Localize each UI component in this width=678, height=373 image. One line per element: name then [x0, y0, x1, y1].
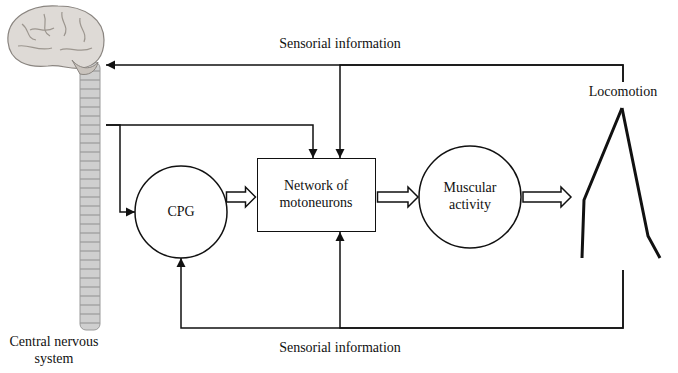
arrow-head: [336, 232, 345, 241]
text-holder: Network of motoneurons: [265, 178, 368, 212]
process-box: Network of motoneurons: [257, 158, 376, 232]
node-label: Muscular activity: [434, 180, 507, 214]
leg-figure: [582, 108, 660, 258]
hollow-arrow: [226, 187, 255, 207]
nervous-system-figure: Central nervous system: [2, 2, 106, 368]
circle-shape: [135, 166, 227, 258]
text-holder: Locomotion: [572, 84, 674, 101]
block-arrow: [378, 187, 419, 207]
text-holder: Central nervous system: [2, 334, 106, 368]
arrow-head: [126, 208, 135, 217]
signal-label: Sensorial information: [276, 36, 404, 52]
connector-line: [106, 125, 135, 212]
connector-line: [181, 258, 623, 328]
text-holder: CPG: [148, 204, 214, 221]
connector-line: [106, 125, 313, 158]
connector-line: [340, 65, 623, 158]
block-arrow: [523, 187, 571, 207]
brain-illustration: [8, 6, 104, 330]
connector-line: [106, 65, 623, 82]
node-label: Network of motoneurons: [265, 178, 368, 212]
node-label: Locomotion: [572, 84, 674, 101]
feedback-connector: [177, 258, 624, 328]
arrow-head: [309, 149, 318, 158]
leg-back: [582, 108, 622, 258]
arrow-head: [106, 61, 115, 70]
block-arrow: [226, 187, 255, 207]
feedback-connector: [336, 65, 624, 158]
feedback-connector: [106, 125, 318, 158]
node-label: Central nervous system: [2, 334, 106, 368]
arrow-head: [336, 149, 345, 158]
hollow-arrow: [523, 187, 571, 207]
brain: [8, 6, 104, 69]
node-label: CPG: [148, 204, 214, 221]
arrow-head: [177, 258, 186, 267]
activity-circle: Muscular activity: [418, 145, 522, 249]
text-holder: Muscular activity: [434, 180, 507, 214]
locomotion-figure: Locomotion: [572, 82, 674, 270]
signal-label: Sensorial information: [276, 340, 404, 356]
brain-folds: [18, 12, 92, 50]
feedback-connector: [106, 125, 135, 217]
spinal-cord: [80, 62, 100, 330]
cpg-circle: CPG: [134, 165, 228, 259]
circle-shape: [419, 146, 521, 248]
hollow-arrow: [378, 187, 419, 207]
leg-front: [622, 108, 660, 258]
cerebellum: [72, 60, 98, 75]
feedback-connector: [106, 61, 623, 83]
